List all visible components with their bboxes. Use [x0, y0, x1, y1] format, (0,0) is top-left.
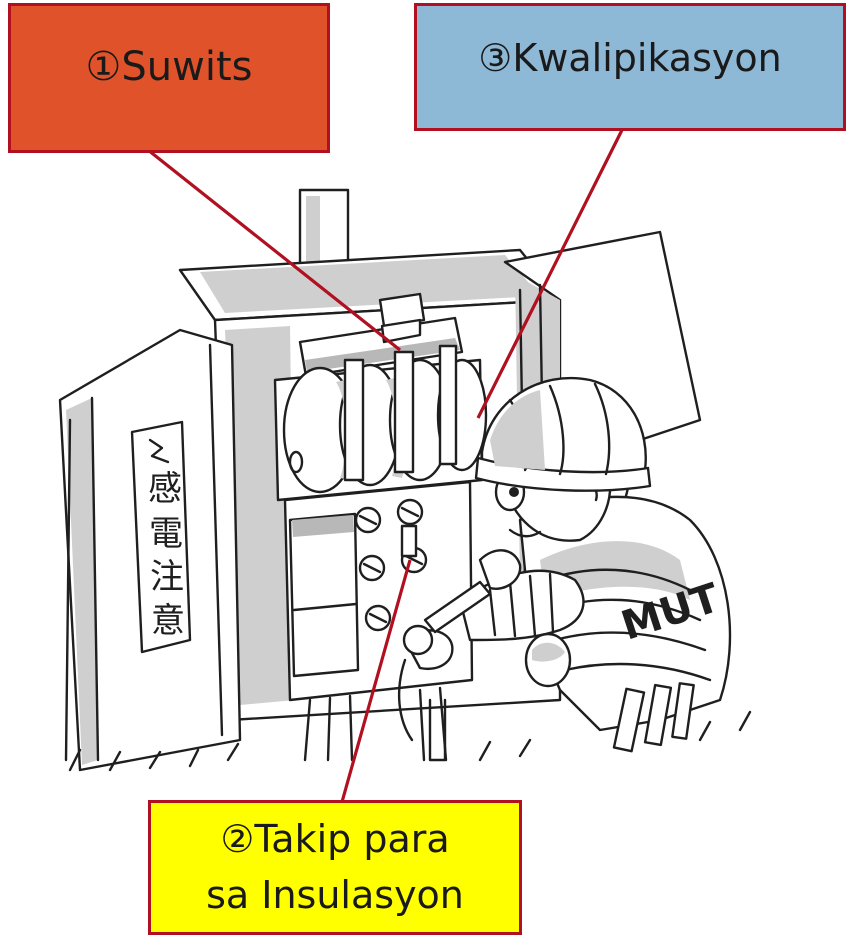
label-cover-line-2: sa Insulasyon [206, 872, 464, 917]
knife-switch [273, 292, 488, 502]
label-qualification: ③Kwalipikasyon [414, 3, 846, 131]
warning-sign: 感 電 注 意 [130, 420, 192, 654]
leader-line-switch [147, 148, 401, 352]
label-switch-text: ①Suwits [85, 44, 253, 90]
sign-char-3: 注 [150, 557, 184, 597]
label-cover-line-1: ②Takip para [220, 817, 450, 862]
worker-figure: MUT [397, 376, 732, 753]
label-switch: ①Suwits [8, 3, 330, 153]
floor-hatch [68, 710, 752, 772]
conduit-pipe [298, 188, 350, 272]
label-qualification-text: ③Kwalipikasyon [478, 36, 782, 80]
sign-char-4: 意 [151, 601, 185, 641]
leader-line-qualification [476, 129, 624, 419]
sign-char-2: 電 [149, 514, 183, 554]
sign-char-1: 感 [148, 469, 182, 509]
leader-line-cover [340, 559, 412, 803]
label-insulation-cover: ②Takip para sa Insulasyon [148, 800, 522, 935]
